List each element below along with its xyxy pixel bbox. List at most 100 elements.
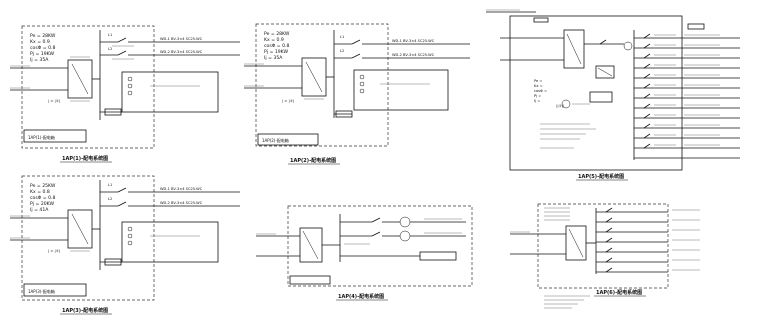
breaker-contact — [117, 187, 127, 193]
param-line: Ij = 41A — [30, 207, 49, 213]
feeder-label: L1 — [108, 183, 112, 187]
box-label-frame — [23, 283, 87, 297]
param-line: Kx = 0.9 — [264, 37, 284, 43]
diagram-caption: 1AP(2)-配电系统图 — [290, 157, 336, 164]
circuit-text: WD-1 BV-3×4 SC25-WC — [160, 187, 203, 191]
terminal-block — [104, 258, 122, 266]
diagram-caption: 1AP(1)-配电系统图 — [62, 155, 108, 162]
circuit-text-rules — [672, 209, 700, 271]
breaker-contact — [371, 217, 381, 223]
diagram-1: Pe = 28KW Kx = 0.9 cosΦ = 0.8 Pj = 19KW … — [10, 25, 240, 163]
param-line: Pe = 28KW — [30, 33, 56, 39]
circuit-text: WD-2 BV-3×4 SC25-WC — [160, 50, 203, 54]
control-box — [595, 65, 615, 79]
param-line: Pj = — [534, 94, 541, 98]
control-box — [589, 91, 613, 103]
meter-label: | ≈ |①| — [48, 249, 60, 253]
circuit-text: WD-1 BV-3×4 SC25-WC — [160, 37, 203, 41]
indicator-lamp — [359, 74, 365, 80]
feeder-label: L1 — [340, 35, 344, 39]
pump-motor-symbol — [399, 216, 411, 228]
breaker-contact — [117, 50, 127, 56]
circuit-text: WD-1 BV-3×4 SC25-WC — [392, 39, 435, 43]
param-line: cosΦ = 0.8 — [264, 43, 289, 49]
diagram-caption: 1AP(5)-配电系统图 — [578, 173, 624, 180]
breaker-contact — [117, 37, 127, 43]
meter-symbol — [561, 99, 571, 109]
breaker-contacts — [643, 33, 651, 149]
diagram-caption: 1AP(4)-配电系统图 — [338, 293, 384, 300]
box-label: 1AP(3)-配电箱 — [28, 288, 55, 294]
terminal-block — [335, 110, 353, 118]
circuit-text: WD-2 BV-3×4 SC25-WC — [392, 53, 435, 57]
main-switch-symbol — [563, 29, 585, 69]
switch-blade — [71, 213, 89, 245]
box-label-frame — [257, 133, 319, 146]
switch-blade — [71, 63, 89, 95]
enclosure-box — [537, 203, 669, 289]
circuit-text: WD-2 BV-3×4 SC25-WC — [160, 201, 203, 205]
main-switch-symbol — [299, 227, 323, 263]
breaker-contact — [371, 231, 381, 237]
indicator-lamp — [127, 76, 133, 82]
diagram-caption: 1AP(6)-配电系统图 — [596, 289, 642, 296]
enclosure-box — [287, 205, 473, 287]
param-line: Pj = 19KW — [264, 49, 289, 55]
transformer-symbol — [623, 41, 633, 51]
feeder-label: L1 — [108, 33, 112, 37]
param-line: Pe = — [534, 79, 542, 83]
diagram-6: 1AP(6)-配电系统图 — [510, 203, 700, 309]
feeder-label: L2 — [340, 49, 344, 53]
box-label: 1AP(2)-配电箱 — [262, 137, 289, 143]
indicator-lamp — [359, 81, 365, 87]
param-line: Ij = — [534, 99, 540, 103]
control-cross — [597, 67, 613, 77]
meter-block — [121, 71, 219, 113]
panel-tag — [687, 23, 705, 30]
breaker-contact — [599, 39, 607, 45]
indicator-lamp — [127, 226, 133, 232]
indicator-lamp — [359, 88, 365, 94]
diagram-2: Pe = 28KW Kx = 0.9 cosΦ = 0.8 Pj = 19KW … — [244, 23, 470, 165]
param-line: Kx = — [534, 84, 543, 88]
param-line: Pj = 19KW — [30, 51, 55, 57]
indicator-lamp — [127, 233, 133, 239]
param-line: Pe = 28KW — [264, 31, 290, 37]
box-label: 1AP(1)-配电箱 — [28, 134, 55, 140]
switch-blade — [568, 228, 584, 258]
param-line: cosΦ = 0.8 — [30, 45, 55, 51]
diagram-3: Pe = 25KW Kx = 0.8 cosΦ = 0.8 Pj = 20KW … — [10, 175, 240, 315]
feeder-label: L2 — [108, 197, 112, 201]
meter-label: | ≈ |①| — [282, 99, 294, 103]
box-label-frame — [23, 129, 87, 143]
diagram-4: 1AP(4)-配电系统图 — [256, 205, 473, 301]
pump-motor-symbol — [399, 230, 411, 242]
param-line: cosΦ = — [534, 89, 547, 93]
param-line: Ij = 35A — [264, 55, 283, 61]
diagram-5: Pe = Kx = cosΦ = Pj = Ij = (|①|) — [486, 9, 740, 181]
enclosure-box — [255, 23, 389, 147]
param-line: Ij = 35A — [30, 57, 49, 63]
diagram-caption: 1AP(3)-配电系统图 — [62, 307, 108, 314]
indicator-lamp — [127, 240, 133, 246]
param-line: Pe = 25KW — [30, 183, 56, 189]
param-line: Kx = 0.8 — [30, 189, 50, 195]
breaker-contacts — [605, 207, 613, 273]
breaker-contact — [117, 201, 127, 207]
switch-blade — [566, 33, 582, 65]
terminal-block — [104, 108, 122, 116]
indicator-lamp — [127, 90, 133, 96]
param-line: Pj = 20KW — [30, 201, 55, 207]
indicator-lamp — [127, 83, 133, 89]
box-label-frame — [289, 275, 331, 285]
breaker-contact — [351, 53, 361, 59]
circuit-text-rules — [654, 34, 720, 146]
enclosure-box — [21, 25, 155, 149]
control-box — [419, 251, 457, 261]
param-line: cosΦ = 0.8 — [30, 195, 55, 201]
switch-blade — [305, 61, 323, 93]
meter-block — [353, 69, 449, 111]
meter-label: (|①|) — [556, 104, 565, 108]
breaker-contact — [351, 39, 361, 45]
